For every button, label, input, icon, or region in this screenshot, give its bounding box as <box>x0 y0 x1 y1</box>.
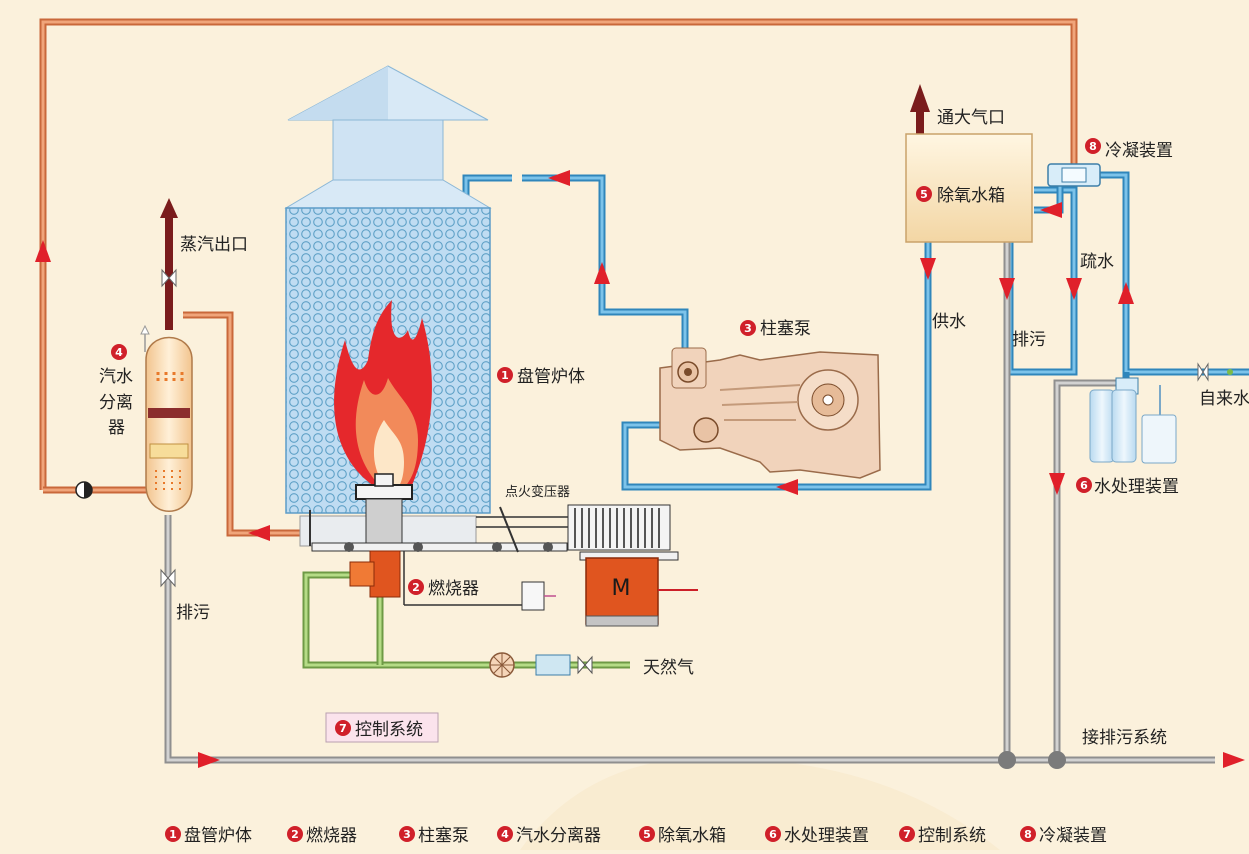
legend-number: 3 <box>403 828 411 841</box>
legend-label: 除氧水箱 <box>658 826 726 846</box>
flame <box>334 300 432 490</box>
legend-number: 1 <box>169 828 177 841</box>
legend-label: 水处理装置 <box>784 826 869 846</box>
drain-pipe <box>164 242 1215 769</box>
label-natural-gas: 天然气 <box>643 658 694 678</box>
number-badges: 1 2 3 4 5 6 8 <box>111 138 1101 595</box>
legend-label: 柱塞泵 <box>418 826 469 846</box>
legend-label: 控制系统 <box>918 826 986 846</box>
label-water-treatment: 水处理装置 <box>1094 477 1179 497</box>
flow-arrows <box>35 170 1245 768</box>
legend-item: 1 盘管炉体 <box>165 826 252 846</box>
badge-water-treatment: 6 <box>1080 479 1088 492</box>
legend-number: 7 <box>903 828 911 841</box>
legend-number: 8 <box>1024 828 1032 841</box>
label-tap-water: 自来水 <box>1199 389 1249 409</box>
badge-burner: 2 <box>412 581 420 594</box>
water-treatment-unit <box>1089 362 1233 464</box>
label-steam-outlet: 蒸汽出口 <box>180 235 248 255</box>
legend-number: 6 <box>769 828 777 841</box>
badge-separator: 4 <box>115 346 123 359</box>
legend-item: 6 水处理装置 <box>765 826 869 846</box>
legend-badge <box>639 826 655 842</box>
legend-item: 2 燃烧器 <box>287 826 357 846</box>
steam-water-separator <box>75 198 193 588</box>
plunger-pump <box>659 347 881 479</box>
label-deaerator-tank: 除氧水箱 <box>937 186 1005 206</box>
label-separator: 汽水 分离 器 <box>99 367 138 438</box>
badge-control-system: 7 <box>339 722 347 735</box>
label-coil-furnace: 盘管炉体 <box>517 367 585 387</box>
legend-number: 4 <box>501 828 509 841</box>
label-blowdown-separator: 排污 <box>176 603 210 623</box>
label-sewage-system: 接排污系统 <box>1082 728 1167 748</box>
gas-valve <box>535 654 593 676</box>
legend-item: 4 汽水分离器 <box>497 826 601 846</box>
legend-badge <box>165 826 181 842</box>
legend-badge <box>399 826 415 842</box>
label-drain-water: 疏水 <box>1080 252 1114 272</box>
badge-plunger-pump: 3 <box>744 322 752 335</box>
legend: 1 盘管炉体 2 燃烧器 3 柱塞泵 4 汽水分离器 5 除氧水箱 6 水处理装置 7 控制系统 8 冷凝装置 <box>165 826 1107 846</box>
label-condenser: 冷凝装置 <box>1105 141 1173 161</box>
label-control-system: 控制系统 <box>355 720 423 740</box>
burner <box>311 473 568 606</box>
legend-label: 燃烧器 <box>306 826 357 846</box>
legend-badge <box>287 826 303 842</box>
label-water-supply: 供水 <box>932 312 966 332</box>
background-watermark <box>520 756 1000 850</box>
component-labels: 盘管炉体 燃烧器 柱塞泵 除氧水箱 水处理装置 冷凝装置 蒸汽出口 通大气口 供… <box>176 108 1249 748</box>
motor-label: M <box>612 576 631 601</box>
badge-deaerator-tank: 5 <box>920 188 928 201</box>
legend-badge <box>497 826 513 842</box>
legend-item: 3 柱塞泵 <box>399 826 469 846</box>
ignition-transformer <box>476 504 671 611</box>
legend-badge <box>899 826 915 842</box>
gas-pipe <box>302 571 630 669</box>
label-plunger-pump: 柱塞泵 <box>760 319 811 339</box>
gas-filter <box>489 652 515 678</box>
legend-number: 2 <box>291 828 299 841</box>
label-vent: 通大气口 <box>937 108 1005 128</box>
legend-label: 汽水分离器 <box>516 826 601 846</box>
label-blowdown-tank: 排污 <box>1012 330 1046 350</box>
legend-label: 盘管炉体 <box>184 826 252 846</box>
water-pipe <box>462 171 1249 491</box>
motor: M <box>579 551 698 627</box>
badge-coil-furnace: 1 <box>501 369 509 382</box>
legend-label: 冷凝装置 <box>1039 826 1107 846</box>
legend-item: 5 除氧水箱 <box>639 826 726 846</box>
legend-badge <box>765 826 781 842</box>
badge-condenser: 8 <box>1089 140 1097 153</box>
legend-item: 7 控制系统 <box>899 826 986 846</box>
condenser <box>1047 163 1101 187</box>
legend-number: 5 <box>643 828 651 841</box>
legend-item: 8 冷凝装置 <box>1020 826 1107 846</box>
legend-badge <box>1020 826 1036 842</box>
label-ignition-transformer: 点火变压器 <box>505 484 570 500</box>
control-system-box[interactable]: 7 控制系统 <box>325 712 439 743</box>
label-burner: 燃烧器 <box>428 579 479 599</box>
